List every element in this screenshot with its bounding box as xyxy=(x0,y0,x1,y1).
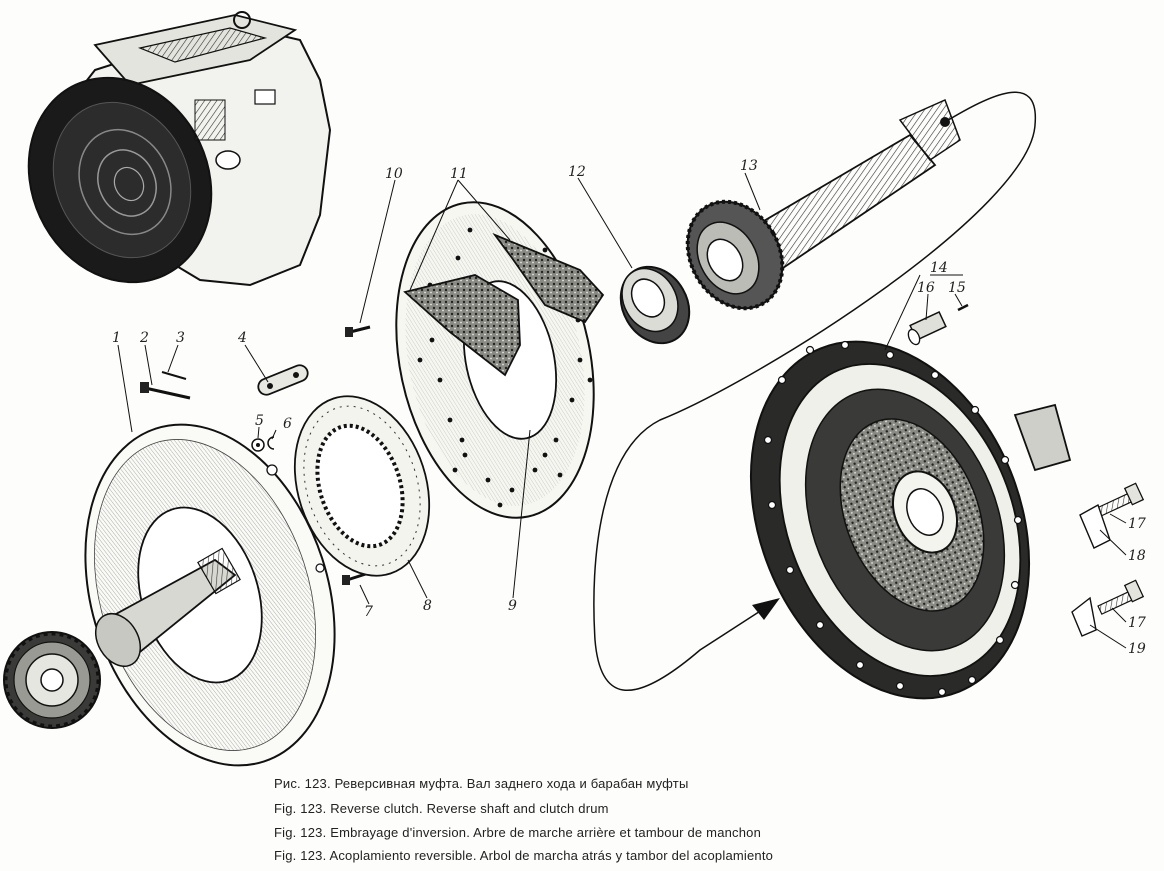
caption-spanish: Fig. 123. Acoplamiento reversible. Arbol… xyxy=(274,848,774,863)
part-label-19: 19 xyxy=(1128,641,1146,657)
part-label-11: 11 xyxy=(450,166,468,182)
part-label-8: 8 xyxy=(423,598,432,614)
reverse-shaft xyxy=(685,98,961,311)
small-hardware xyxy=(140,325,373,585)
part-label-18: 18 xyxy=(1128,548,1146,564)
part-label-1: 1 xyxy=(112,330,121,346)
part-label-3: 3 xyxy=(176,330,185,346)
bearing xyxy=(619,265,691,345)
part-label-16: 16 xyxy=(917,280,935,296)
transmission-housing xyxy=(27,11,332,287)
part-labels: 1 2 3 4 5 6 7 8 9 10 11 12 13 14 15 16 1… xyxy=(112,158,1146,657)
caption-french: Fig. 123. Embrayage d'inversion. Arbre d… xyxy=(274,825,762,840)
part-label-4: 4 xyxy=(237,330,247,346)
part-label-6: 6 xyxy=(283,416,292,432)
part-label-9: 9 xyxy=(508,598,517,614)
caption-english: Fig. 123. Reverse clutch. Reverse shaft … xyxy=(274,801,609,816)
assembly-path xyxy=(593,91,1036,691)
part-label-12: 12 xyxy=(568,164,586,180)
clutch-drum-assembly xyxy=(3,423,336,767)
friction-disc xyxy=(395,201,605,519)
part-label-13: 13 xyxy=(740,158,758,174)
housing-hardware xyxy=(907,303,1145,637)
caption-russian: Рис. 123. Реверсивная муфта. Вал заднего… xyxy=(274,776,689,791)
splined-ring xyxy=(293,395,431,577)
part-label-17b: 17 xyxy=(1128,615,1146,631)
leader-lines xyxy=(117,172,1127,649)
part-label-14: 14 xyxy=(930,260,948,276)
part-label-2: 2 xyxy=(139,330,149,346)
part-label-7: 7 xyxy=(364,604,373,620)
part-label-5: 5 xyxy=(255,413,264,429)
clutch-drum-housing xyxy=(749,340,1072,700)
part-label-17a: 17 xyxy=(1128,516,1146,532)
part-label-15: 15 xyxy=(948,280,966,296)
part-label-10: 10 xyxy=(385,166,403,182)
